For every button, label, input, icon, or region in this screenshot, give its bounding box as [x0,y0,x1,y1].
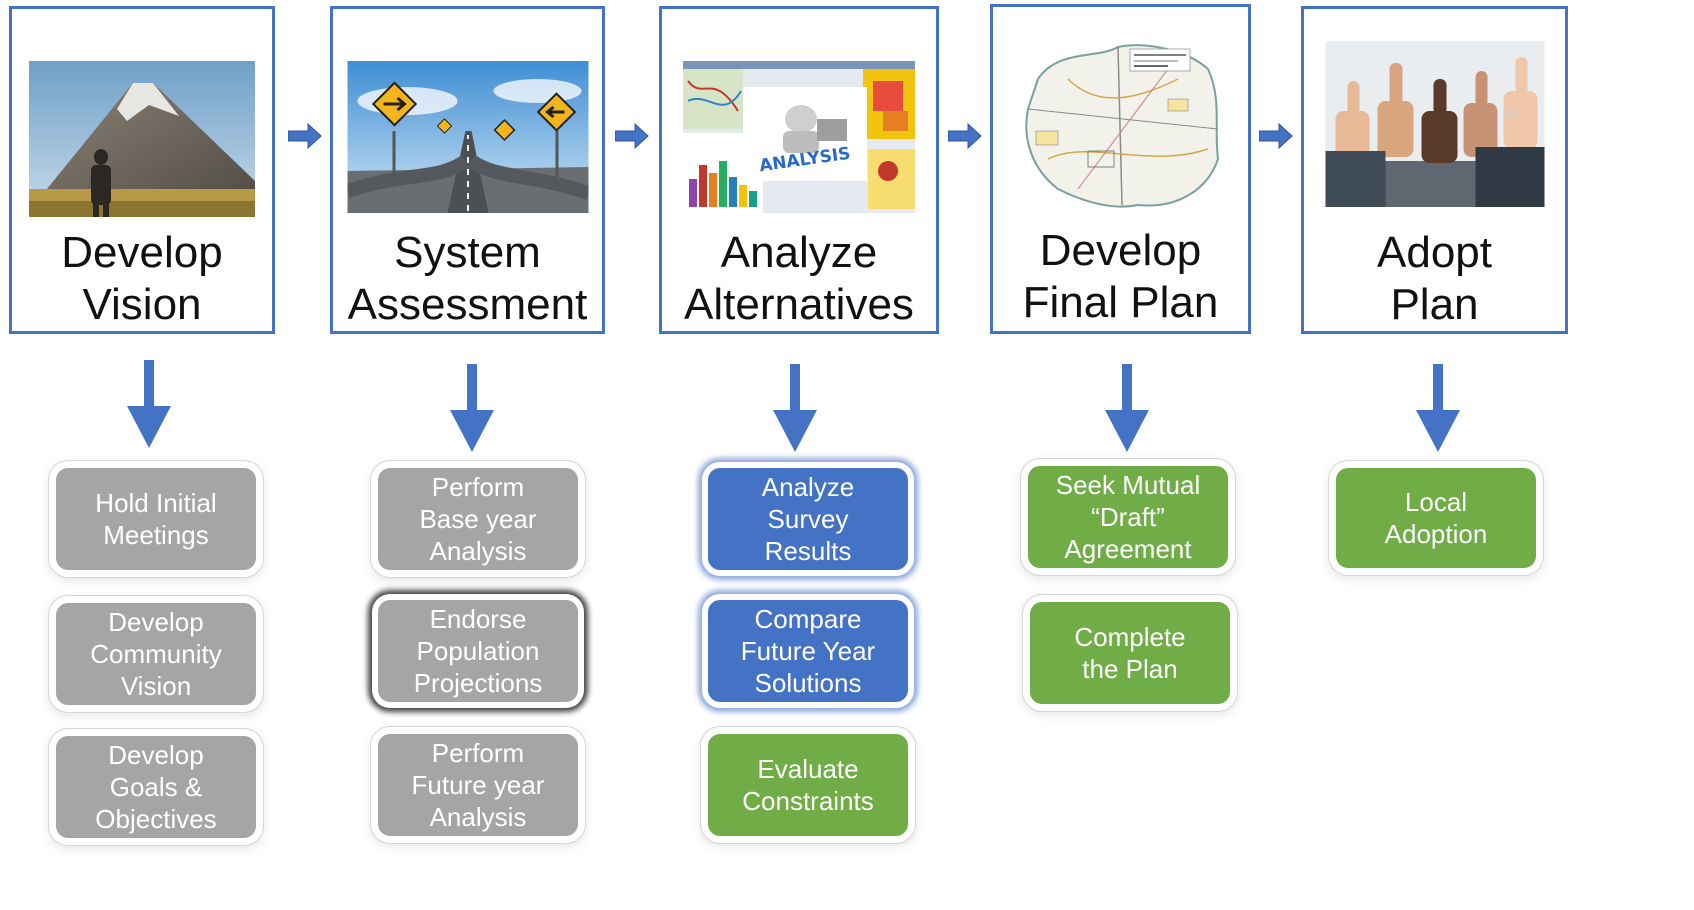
thumbs-up-photo [1325,41,1544,207]
task-develop-community-vision: Develop Community Vision [56,603,256,705]
down-arrow-icon [450,364,494,452]
plan-map-image [1017,39,1224,217]
task-compare-future-year-solutions: Compare Future Year Solutions [708,600,908,702]
task-complete-the-plan: Complete the Plan [1030,602,1230,704]
stage-develop-vision: Develop Vision [9,6,275,334]
road-signs-photo [347,61,588,213]
stage-title: Develop Vision [61,228,223,329]
right-arrow-icon [948,123,982,149]
right-arrow-icon [615,123,649,149]
task-local-adoption: Local Adoption [1336,468,1536,568]
down-arrow-icon [1416,364,1460,452]
mountain-hiker-photo [29,61,255,217]
task-develop-goals-objectives: Develop Goals & Objectives [56,736,256,838]
down-arrow-icon [773,364,817,452]
stage-analyze-alternatives: ANALYSIS Analyze Alternatives [659,6,939,334]
down-arrow-icon [1105,364,1149,452]
task-hold-initial-meetings: Hold Initial Meetings [56,468,256,570]
stage-title: Develop Final Plan [1022,226,1219,327]
down-arrow-icon [127,360,171,448]
stage-develop-final-plan: Develop Final Plan [990,4,1251,334]
task-perform-base-year-analysis: Perform Base year Analysis [378,468,578,570]
task-endorse-population-projections: Endorse Population Projections [378,600,578,702]
stage-title: Adopt Plan [1377,228,1492,329]
right-arrow-icon [288,123,322,149]
stage-system-assessment: System Assessment [330,6,605,334]
stage-title: System Assessment [347,228,588,329]
task-analyze-survey-results: Analyze Survey Results [708,468,908,570]
stage-adopt-plan: Adopt Plan [1301,6,1568,334]
task-seek-mutual-draft-agreement: Seek Mutual “Draft” Agreement [1028,466,1228,568]
stage-title: Analyze Alternatives [684,228,914,329]
analysis-charts-collage: ANALYSIS [683,61,915,213]
task-perform-future-year-analysis: Perform Future year Analysis [378,734,578,836]
right-arrow-icon [1259,123,1293,149]
task-evaluate-constraints: Evaluate Constraints [708,734,908,836]
